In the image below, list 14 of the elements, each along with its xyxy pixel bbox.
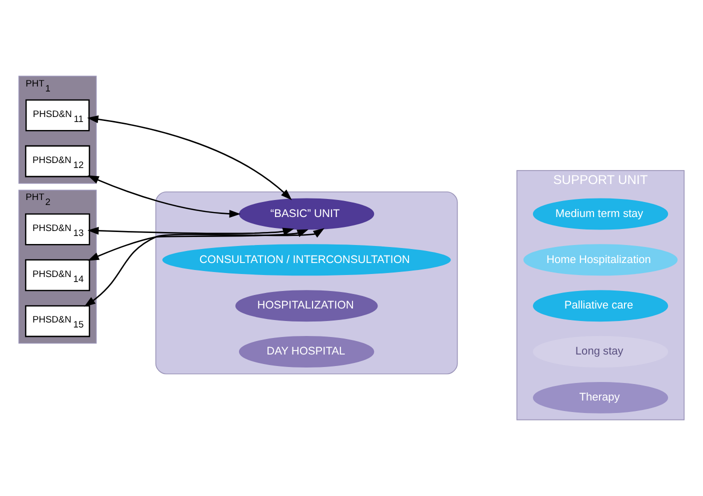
node-ellipse: Medium term stay	[532, 198, 668, 230]
node-ellipse: Therapy	[532, 382, 668, 414]
node-ellipse: CONSULTATION / INTERCONSULTATION	[162, 244, 451, 276]
node-ellipse: Palliative care	[532, 290, 668, 322]
arrow	[87, 115, 292, 200]
node-ellipse: DAY HOSPITAL	[238, 336, 374, 368]
cluster	[155, 191, 458, 374]
arrow	[88, 229, 308, 261]
node-ellipse: HOSPITALIZATION	[235, 290, 378, 322]
arrow	[88, 175, 241, 218]
arrow	[84, 228, 324, 307]
node-ellipse: Home Hospitalization	[523, 244, 678, 276]
arrow	[87, 226, 294, 236]
node-ellipse: “BASIC” UNIT	[238, 198, 374, 230]
